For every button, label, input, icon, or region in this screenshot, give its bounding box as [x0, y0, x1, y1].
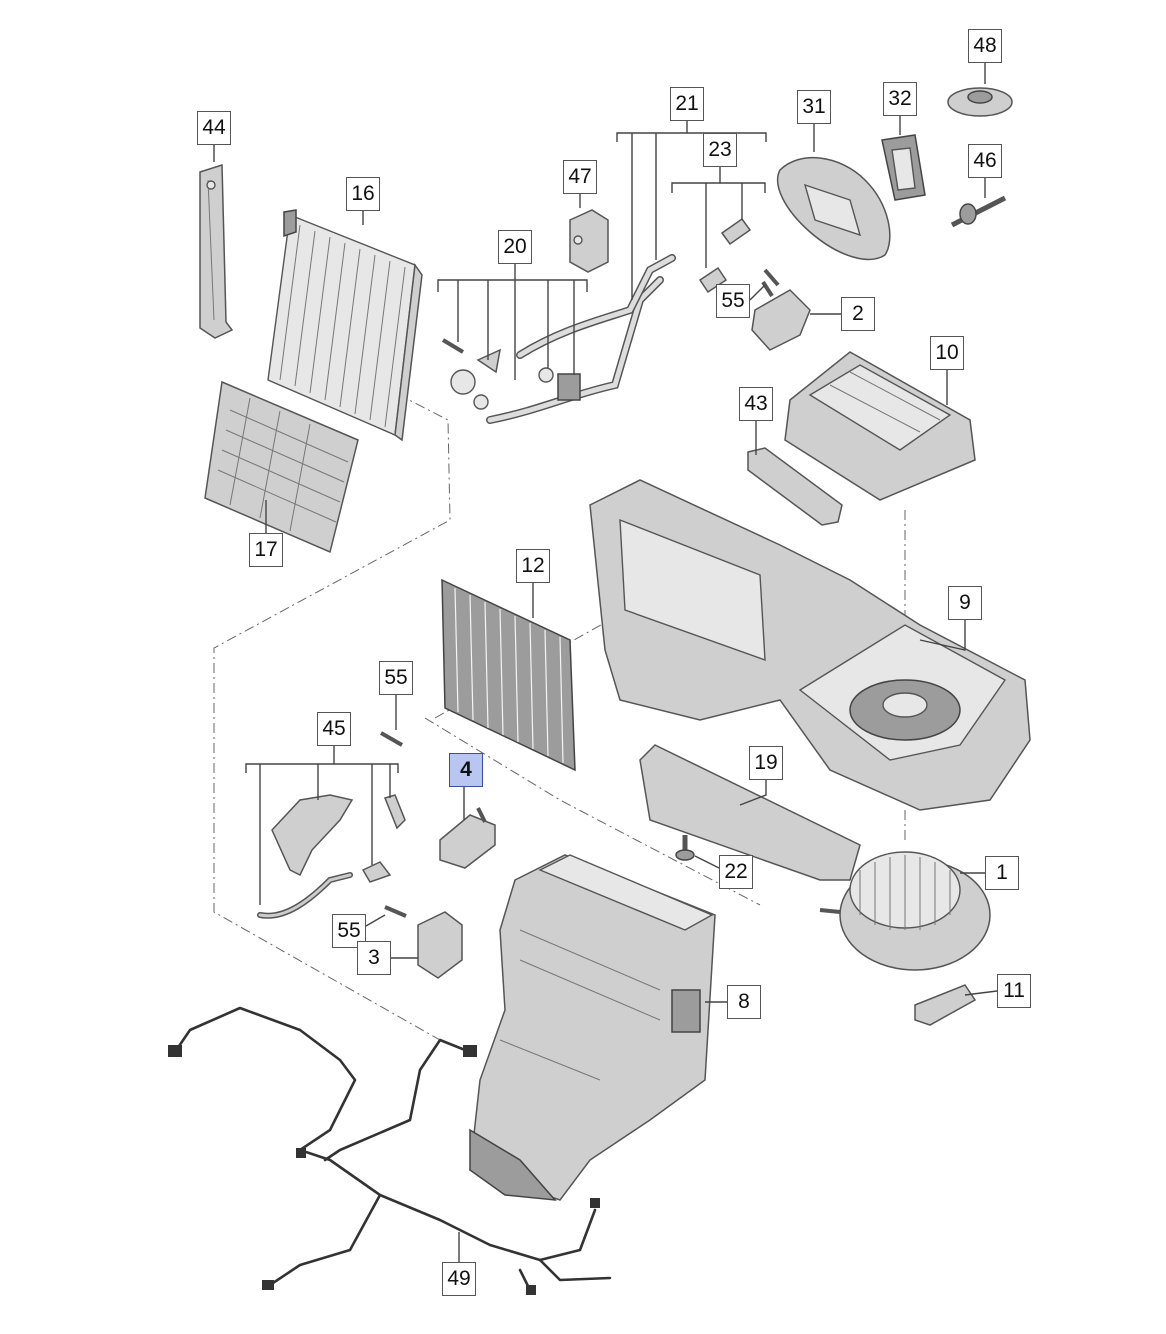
linkage-45: [257, 794, 406, 919]
callout-22: 22: [719, 855, 753, 889]
bracket-44: [199, 163, 234, 339]
callout-55-middle: 55: [379, 661, 413, 695]
connector-block-47: [569, 209, 609, 273]
callout-16: 16: [346, 177, 380, 211]
callout-46: 46: [968, 144, 1002, 178]
callout-21: 21: [670, 87, 704, 121]
blower-motor-1: [819, 851, 991, 971]
actuator-4: [439, 807, 496, 869]
callout-9: 9: [948, 586, 982, 620]
callout-32: 32: [883, 82, 917, 116]
callout-43: 43: [739, 387, 773, 421]
actuator-3: [417, 911, 463, 979]
cover-19: [639, 744, 861, 881]
callout-1: 1: [985, 856, 1019, 890]
callout-20: 20: [498, 230, 532, 264]
pipe-couplings-23: [698, 217, 752, 294]
gasket-43: [747, 447, 843, 526]
callout-49: 49: [442, 1262, 476, 1296]
washer-48: [947, 87, 1013, 117]
callout-11: 11: [997, 974, 1031, 1008]
callout-2: 2: [841, 297, 875, 331]
heater-core-17: [204, 380, 359, 554]
cabin-filter-12: [441, 578, 576, 772]
callout-31: 31: [797, 90, 831, 124]
evaporator-housing-8: [469, 854, 716, 1201]
air-distribution-10: [784, 351, 976, 501]
callout-45: 45: [317, 712, 351, 746]
callout-44: 44: [197, 111, 231, 145]
callout-8: 8: [727, 985, 761, 1019]
callout-leaders: [213, 61, 998, 1262]
wiring-harness-49: [168, 1006, 612, 1295]
gasket-plate-31: [776, 157, 891, 261]
callout-48: 48: [968, 29, 1002, 63]
resistor-11: [914, 984, 977, 1026]
callout-55-top: 55: [716, 284, 750, 318]
seal-32: [881, 134, 926, 201]
actuator-2: [751, 280, 811, 351]
screws-55: [380, 268, 780, 918]
callout-19: 19: [749, 746, 783, 780]
heater-housing-9: [589, 479, 1031, 811]
callout-4-highlighted: 4: [449, 753, 483, 787]
callout-12: 12: [516, 549, 550, 583]
callout-47: 47: [563, 160, 597, 194]
clip-22: [675, 835, 695, 861]
callout-17: 17: [249, 533, 283, 567]
callout-23: 23: [703, 133, 737, 167]
bolt-46: [950, 195, 1007, 228]
callout-3: 3: [357, 941, 391, 975]
coolant-pipes: [441, 254, 676, 424]
callout-10: 10: [930, 336, 964, 370]
evaporator-16: [267, 209, 423, 442]
